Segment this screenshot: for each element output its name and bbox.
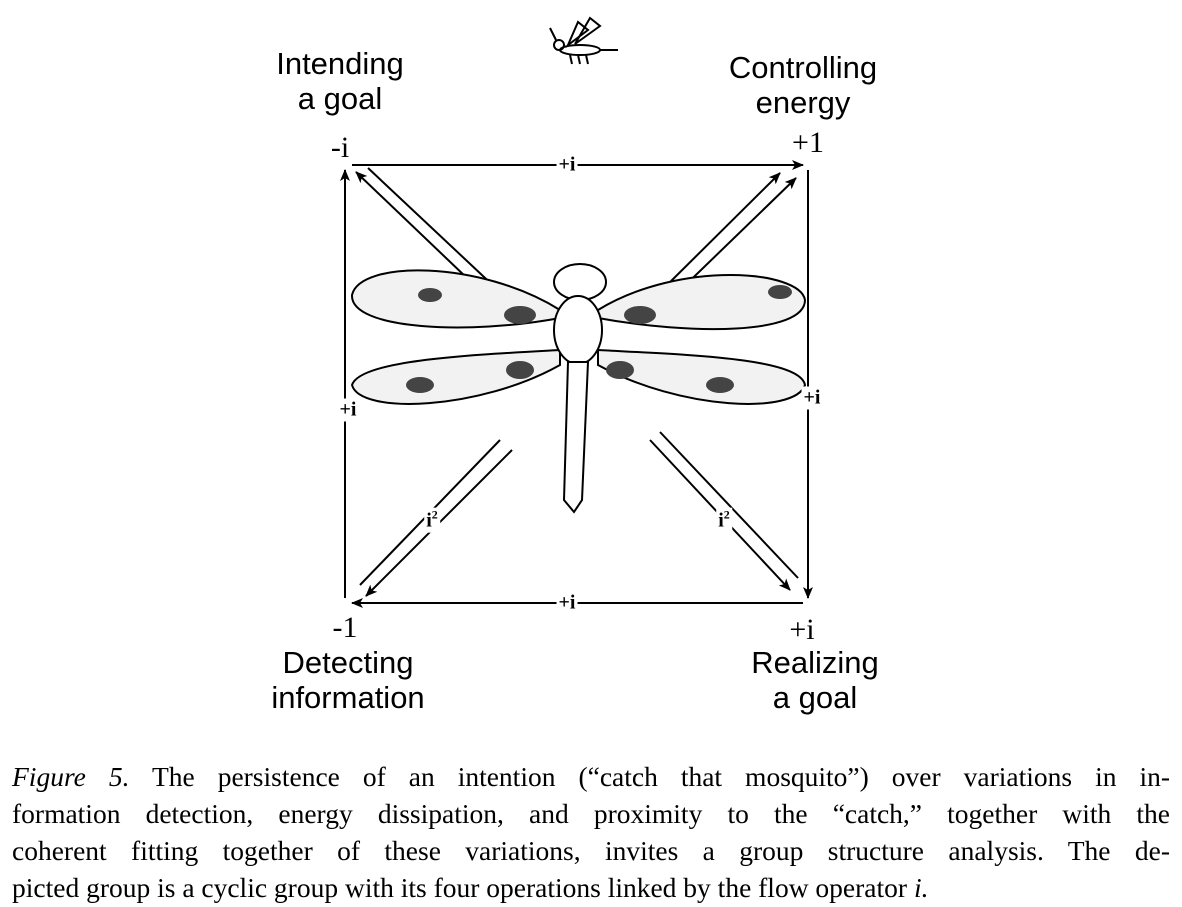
cyclic-group-diagram	[340, 16, 813, 608]
node-value-plus-i: +i	[789, 613, 815, 646]
node-value-plus-1: +1	[792, 126, 824, 159]
edge-label-right: +i	[801, 386, 823, 410]
caption-label: Figure 5.	[12, 761, 130, 792]
node-value-minus-1: -1	[332, 611, 358, 644]
caption-line-2: formation detection, energy dissipation,…	[12, 798, 1170, 829]
node-value-minus-i: -i	[330, 131, 350, 164]
caption-line-3: coherent fitting together of these varia…	[12, 835, 1170, 866]
edge-label-diag-left: i2	[424, 507, 440, 533]
figure-caption: Figure 5. The persistence of an intentio…	[12, 758, 1170, 906]
dragonfly-illustration	[350, 263, 807, 514]
edge-label-diag-right: i2	[716, 507, 732, 533]
caption-line-4: picted group is a cyclic group with its …	[12, 872, 929, 903]
flow-operator: i.	[913, 872, 929, 903]
edge-label-left: +i	[337, 398, 359, 422]
caption-line-1: Figure 5. The persistence of an intentio…	[12, 761, 1170, 792]
edge-label-bottom: +i	[556, 591, 578, 615]
edge-label-top: +i	[556, 153, 578, 177]
mosquito-illustration	[549, 16, 618, 65]
